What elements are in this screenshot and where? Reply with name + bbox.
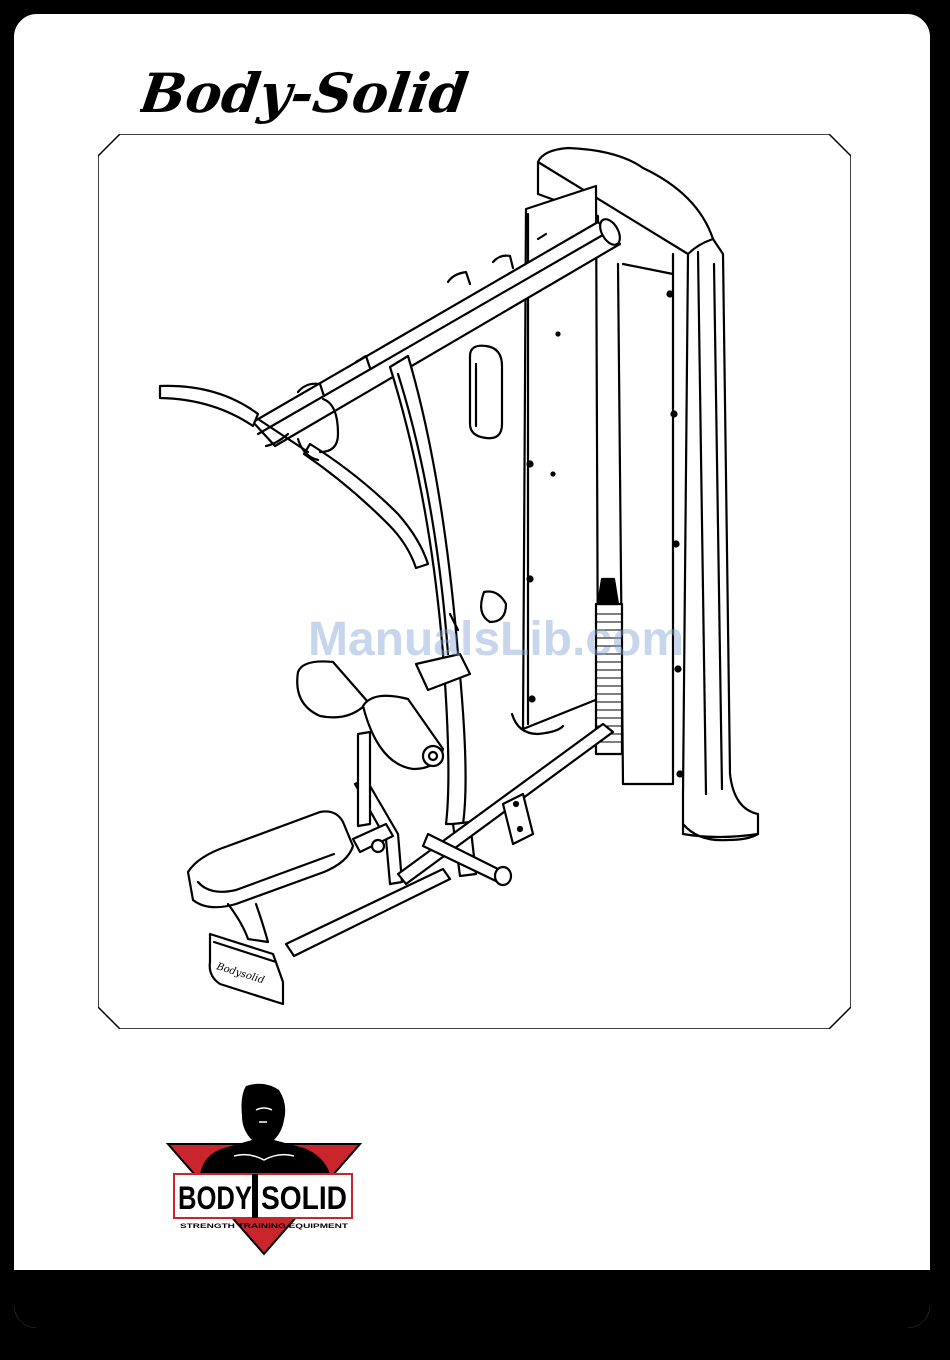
manualslib-watermark: ManualsLib.com xyxy=(276,612,716,667)
body-solid-script-logo: Body-Solid xyxy=(140,54,520,134)
badge-text-solid: SOLID xyxy=(261,1180,347,1216)
manual-cover-page: Body-Solid xyxy=(11,11,933,1331)
footer-band xyxy=(14,1270,930,1328)
thigh-pads xyxy=(297,654,470,769)
bodybuilder-silhouette-icon xyxy=(200,1084,330,1174)
seat: Bodysolid xyxy=(188,811,353,1004)
badge-tagline: STRENGTH TRAINING EQUIPMENT xyxy=(180,1224,349,1230)
badge-text-body: BODY xyxy=(178,1180,252,1216)
body-solid-brand-badge: BODY SOLID STRENGTH TRAINING EQUIPMENT xyxy=(164,1082,364,1257)
script-logo-text: Body-Solid xyxy=(140,61,472,125)
lat-pulldown-machine-illustration: Bodysolid xyxy=(98,134,851,1029)
